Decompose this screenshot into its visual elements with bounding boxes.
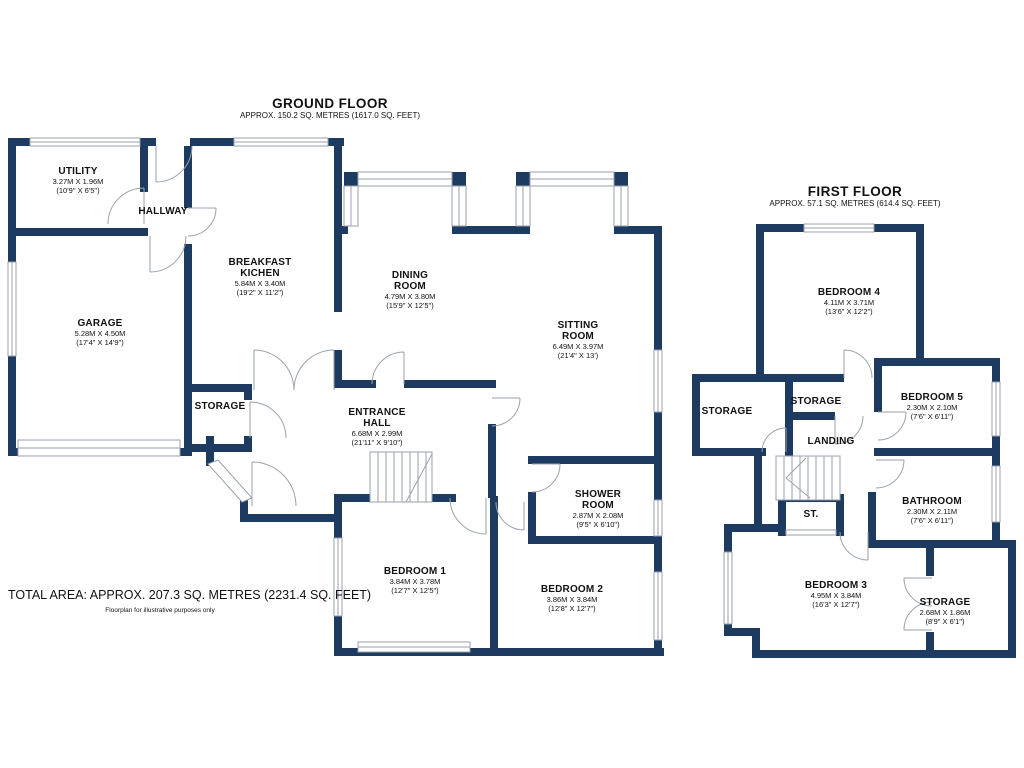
- room-label-storage-gf: STORAGE: [194, 401, 246, 412]
- room-label-storage-ff-left: STORAGE: [701, 406, 753, 417]
- room-label-bathroom: BATHROOM 2.30M X 2.11M (7'6" X 6'11"): [902, 496, 962, 525]
- first-floor-title-text: FIRST FLOOR: [807, 184, 903, 199]
- ground-floor-subtitle: APPROX. 150.2 SQ. METRES (1617.0 SQ. FEE…: [239, 111, 421, 120]
- room-label-sitting-room: SITTING ROOM 6.49M X 3.97M (21'4" X 13'): [552, 320, 604, 360]
- room-label-dining-room: DINING ROOM 4.79M X 3.80M (15'9" X 12'5"…: [384, 270, 436, 310]
- door-swings: [107, 145, 933, 631]
- room-label-shower-room: SHOWER ROOM 2.87M X 2.08M (9'5" X 6'10"): [572, 489, 624, 529]
- disclaimer-text: Floorplan for illustrative purposes only: [105, 607, 215, 614]
- room-label-st-cupboard: ST.: [803, 509, 819, 520]
- first-floor-title: FIRST FLOOR APPROX. 57.1 SQ. METRES (614…: [769, 184, 940, 209]
- room-label-landing: LANDING: [807, 436, 855, 447]
- room-label-entrance-hall: ENTRANCE HALL 6.68M X 2.99M (21'11" X 9'…: [348, 407, 406, 447]
- ground-floor-title: GROUND FLOOR APPROX. 150.2 SQ. METRES (1…: [240, 96, 420, 121]
- room-label-garage: GARAGE 5.28M X 4.50M (17'4" X 14'9"): [74, 318, 126, 347]
- room-label-bedroom-2: BEDROOM 2 3.86M X 3.84M (12'8" X 12'7"): [540, 584, 604, 613]
- room-label-hallway: HALLWAY: [138, 206, 188, 217]
- st-door: [785, 529, 837, 536]
- room-label-bedroom-5: BEDROOM 5 2.30M X 2.10M (7'6" X 6'11"): [900, 392, 964, 421]
- ground-floor-title-text: GROUND FLOOR: [272, 96, 388, 111]
- room-label-utility: UTILITY 3.27M X 1.96M (10'9" X 6'5"): [52, 166, 104, 195]
- room-label-breakfast-kitchen: BREAKFAST KICHEN 5.84M X 3.40M (19'2" X …: [228, 257, 292, 297]
- total-area-text: TOTAL AREA: APPROX. 207.3 SQ. METRES (22…: [8, 588, 372, 602]
- room-label-storage-ff-right: STORAGE 2.68M X 1.86M (8'9" X 6'1"): [919, 597, 971, 626]
- stairs-first-floor: [775, 455, 841, 501]
- room-label-bedroom-3: BEDROOM 3 4.95M X 3.84M (16'3" X 12'7"): [804, 580, 868, 609]
- room-label-storage-ff-mid: STORAGE: [790, 396, 842, 407]
- first-floor-subtitle: APPROX. 57.1 SQ. METRES (614.4 SQ. FEET): [769, 199, 941, 208]
- stairs-ground-floor: [369, 451, 433, 503]
- window-mullions: [11, 141, 997, 648]
- room-label-bedroom-1: BEDROOM 1 3.84M X 3.78M (12'7" X 12'5"): [383, 566, 447, 595]
- porch-window: [207, 459, 253, 503]
- room-label-bedroom-4: BEDROOM 4 4.11M X 3.71M (13'6" X 12'2"): [817, 287, 881, 316]
